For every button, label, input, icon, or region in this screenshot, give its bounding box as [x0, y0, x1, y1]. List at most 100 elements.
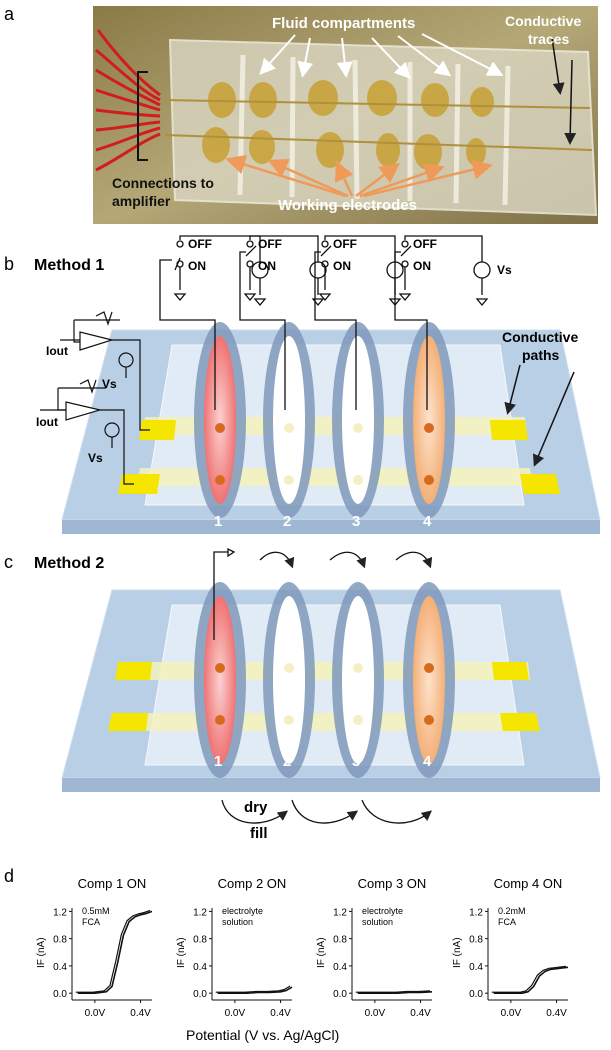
label-conductive-traces-2: traces — [528, 31, 569, 47]
chart-2-ytick-label: 0.0 — [193, 989, 207, 1000]
chart-1-ytick-label: 1.2 — [53, 907, 67, 918]
conductive-paths-arrow-2 — [532, 371, 575, 467]
chart-2-series-reverse — [215, 985, 291, 993]
chart-4-ytick-label: 0.4 — [469, 962, 483, 973]
compartment-b-3: 3 — [352, 513, 360, 530]
chart-3-series-forward — [357, 991, 433, 994]
label-conductive-traces-1: Conductive — [505, 13, 581, 29]
label-working-electrodes: Working electrodes — [278, 197, 417, 214]
chart-4-annotation: FCA — [498, 917, 516, 927]
pad-left-top-c — [115, 662, 152, 680]
compartment-b-1: 1 — [214, 513, 222, 530]
chart-1-ylabel: IF (nA) — [36, 937, 47, 968]
panel-d: d Comp 1 ON 1.2 0.8 0.4 0.0 0.0V 0.4V IF (nA) 0.… — [4, 866, 569, 1043]
chart-1-xtick-label: 0.0V — [85, 1008, 106, 1019]
chart-4-series-forward — [493, 966, 569, 994]
label-connections-2: amplifier — [112, 193, 171, 209]
x-axis-label: Potential (V vs. Ag/AgCl) — [186, 1027, 339, 1043]
trace-line-top — [164, 99, 591, 109]
chart-4-ytick-label: 0.8 — [469, 935, 483, 946]
chart-2-annotation: electrolyte — [222, 906, 263, 916]
chart-2-xtick-label: 0.0V — [225, 1008, 246, 1019]
electrodes-top-row — [208, 80, 494, 118]
compartment-c-3: 3 — [352, 753, 360, 770]
chart-4-xtick-label: 0.0V — [501, 1008, 522, 1019]
switch-circuits — [159, 235, 491, 410]
chart-3-annotation: electrolyte — [362, 906, 403, 916]
compartment-b-4: 4 — [423, 513, 432, 530]
panel-c-letter: c — [4, 552, 13, 572]
white-arrows — [259, 33, 504, 79]
amplifiers — [40, 311, 150, 485]
pad-right-top-c — [492, 662, 529, 680]
pad-left-bottom-c — [108, 713, 148, 731]
panel-c: c Method 2 1 2 3 4 — [4, 547, 601, 842]
chart-1-ytick-label: 0.8 — [53, 935, 67, 946]
chart-1-ytick-label: 0.0 — [53, 989, 67, 1000]
method-2-title: Method 2 — [34, 555, 104, 572]
method-2-wiring — [213, 547, 433, 824]
label-conductive-paths-2: paths — [522, 347, 560, 363]
svg-text:ON: ON — [333, 259, 351, 273]
red-wires — [95, 29, 161, 172]
svg-text:ON: ON — [188, 259, 206, 273]
chart-3-ytick-label: 0.4 — [333, 962, 347, 973]
chart-2-annotation: solution — [222, 917, 253, 927]
label-dry: dry — [244, 799, 268, 816]
chart-3-ytick-label: 0.0 — [333, 989, 347, 1000]
chart-2-ytick-label: 0.8 — [193, 935, 207, 946]
chart-4-xtick-label: 0.4V — [546, 1008, 567, 1019]
stripe-bottom-b — [137, 468, 533, 486]
iout-label-2: Iout — [36, 415, 58, 429]
chart-2-ytick-label: 1.2 — [193, 907, 207, 918]
chart-1-title: Comp 1 ON — [78, 876, 147, 891]
chart-4-ytick-label: 1.2 — [469, 907, 483, 918]
chart-4-annotation: 0.2mM — [498, 906, 526, 916]
chart-2-ylabel: IF (nA) — [176, 937, 187, 968]
chart-3-xtick-label: 0.4V — [410, 1008, 431, 1019]
svg-text:Vs: Vs — [497, 263, 512, 277]
chart-4-title: Comp 4 ON — [494, 876, 563, 891]
chart-3-ytick-label: 0.8 — [333, 935, 347, 946]
chart-2-ytick-label: 0.4 — [193, 962, 207, 973]
conductive-paths-arrow-1 — [504, 364, 521, 415]
chart-4-ytick-label: 0.0 — [469, 989, 483, 1000]
chart-2-xtick-label: 0.4V — [270, 1008, 291, 1019]
pad-left-bottom-b — [118, 474, 160, 494]
compartment-c-4: 4 — [423, 753, 432, 770]
panel-b-letter: b — [4, 254, 14, 274]
compartment-b-2: 2 — [283, 513, 291, 530]
switch-labels: OFF ON OFF ON OFF ON OFF ON Vs — [188, 237, 512, 277]
stripe-top-c — [117, 662, 530, 680]
pad-right-bottom-b — [520, 474, 560, 494]
panel-a: a — [4, 4, 598, 224]
chart-3-ytick-label: 1.2 — [333, 907, 347, 918]
panel-d-letter: d — [4, 866, 14, 886]
chart-1-annotation: FCA — [82, 917, 100, 927]
chart-1-xtick-label: 0.4V — [130, 1008, 151, 1019]
label-connections-1: Connections to — [112, 175, 214, 191]
svg-text:OFF: OFF — [258, 237, 282, 251]
trace-line-bottom — [164, 134, 593, 151]
svg-text:OFF: OFF — [413, 237, 437, 251]
stripe-bottom-c — [112, 713, 535, 731]
panel-b: b Method 1 1 2 3 — [4, 235, 601, 534]
compartments-b — [194, 322, 455, 518]
trace-arrow-2 — [564, 59, 577, 145]
pad-right-bottom-c — [500, 713, 540, 731]
iout-label-1: Iout — [46, 344, 68, 358]
chart-4-ylabel: IF (nA) — [452, 937, 463, 968]
chart-4-series-reverse — [491, 965, 567, 993]
trace-arrow-1 — [551, 37, 565, 95]
chart-2-title: Comp 2 ON — [218, 876, 287, 891]
chart-3-ylabel: IF (nA) — [316, 937, 327, 968]
svg-text:ON: ON — [413, 259, 431, 273]
chart-3-title: Comp 3 ON — [358, 876, 427, 891]
svg-text:OFF: OFF — [333, 237, 357, 251]
label-conductive-paths-1: Conductive — [502, 329, 578, 345]
chart-1-series-reverse — [75, 909, 151, 993]
vs-label-2: Vs — [88, 451, 103, 465]
chart-3-xtick-label: 0.0V — [365, 1008, 386, 1019]
